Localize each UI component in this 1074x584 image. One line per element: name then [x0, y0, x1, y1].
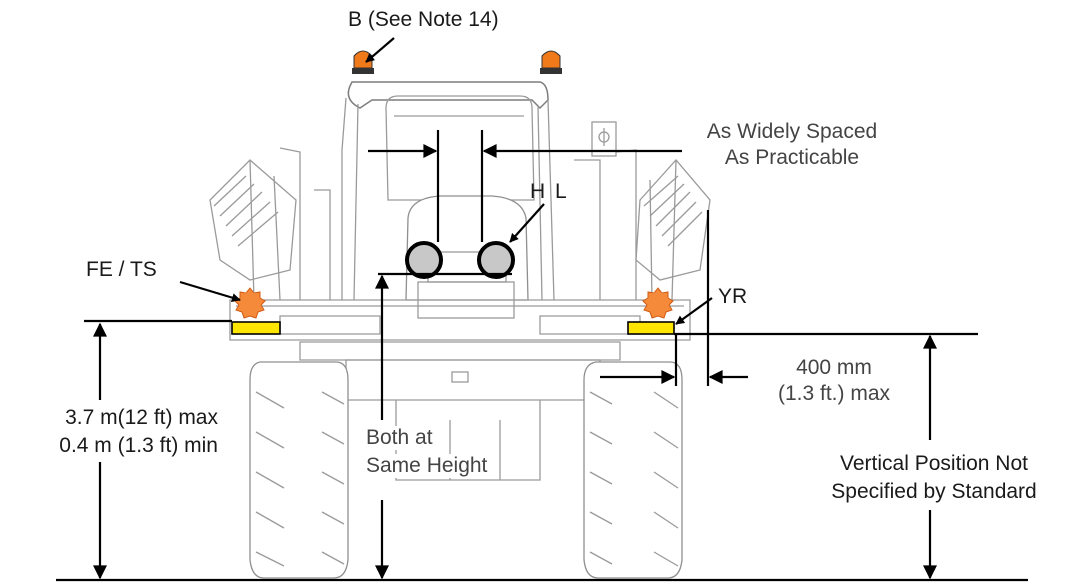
- reflector-leader: [675, 297, 713, 325]
- vertical-label-line2: Specified by Standard: [806, 480, 1062, 504]
- height-label-line2: 0.4 m (1.3 ft) min: [59, 434, 218, 457]
- flasher-label: FE / TS: [86, 258, 157, 281]
- beacon-right: [540, 50, 562, 74]
- beacon-leader: [365, 37, 395, 63]
- beacon-label: B (See Note 14): [348, 8, 499, 31]
- beacon-left: [352, 50, 374, 74]
- headlamp-right: [477, 241, 515, 279]
- reflector-left: [231, 321, 281, 335]
- same-height-label-line1: Both at: [364, 426, 435, 450]
- same-height-label-line2: Same Height: [364, 454, 490, 478]
- vertical-label-line1: Vertical Position Not: [806, 452, 1062, 476]
- headlamp-leader: [509, 203, 545, 243]
- offset-label-line2: (1.3 ft.) max: [777, 382, 891, 405]
- tractor-outline: [209, 81, 711, 579]
- flasher-left: [234, 287, 266, 319]
- headlamp-label: H L: [530, 180, 569, 203]
- offset-label-line1: 400 mm: [796, 356, 872, 379]
- spacing-label-line1: As Widely Spaced: [706, 120, 878, 143]
- flasher-right: [642, 287, 674, 319]
- headlamp-left: [405, 241, 443, 279]
- reflector-right: [627, 321, 675, 335]
- reflector-label: YR: [718, 285, 748, 308]
- spacing-label-line2: As Practicable: [724, 146, 860, 169]
- flasher-leader: [179, 280, 241, 302]
- height-label-line1: 3.7 m(12 ft) max: [65, 406, 218, 429]
